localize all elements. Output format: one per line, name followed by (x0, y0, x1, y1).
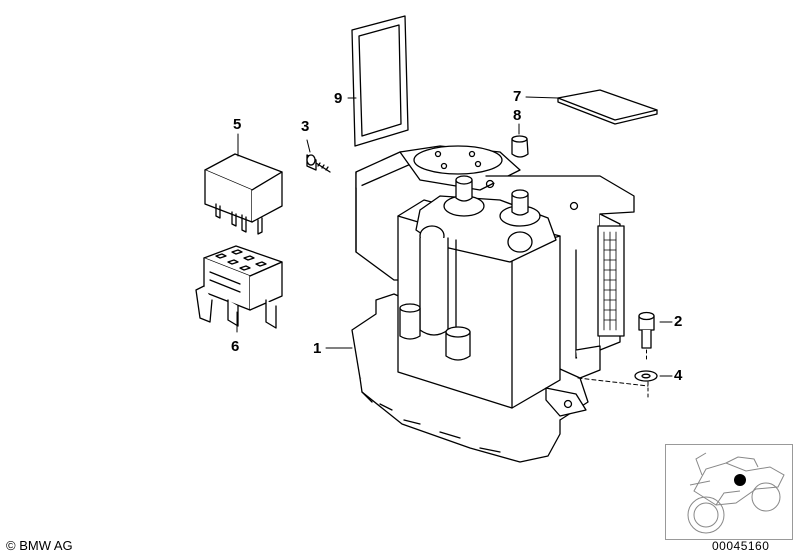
location-marker-dot (734, 474, 746, 486)
callout-9: 9 (334, 90, 343, 107)
callout-7: 7 (513, 88, 522, 105)
part-8-cap (511, 135, 529, 158)
part-4-washer (634, 370, 658, 399)
callout-3: 3 (301, 118, 310, 135)
part-9-gasket (351, 15, 409, 147)
diagram-id: 00045160 (712, 539, 770, 553)
motorcycle-icon (687, 452, 785, 534)
part-2-bolt (638, 311, 655, 363)
callout-2: 2 (674, 313, 683, 330)
part-7-pad (557, 89, 658, 125)
part-3-screw (306, 154, 331, 173)
callout-8: 8 (513, 107, 522, 124)
leader-lines (236, 96, 673, 377)
part-1-modulator (351, 145, 649, 463)
part-5-relay (204, 153, 283, 235)
callout-1: 1 (313, 340, 322, 357)
callout-5: 5 (233, 116, 242, 133)
callout-4: 4 (674, 367, 683, 384)
motorcycle-thumbnail (665, 444, 793, 540)
part-6-socket (195, 245, 283, 329)
copyright-label: © BMW AG (6, 538, 73, 553)
callout-6: 6 (231, 338, 240, 355)
